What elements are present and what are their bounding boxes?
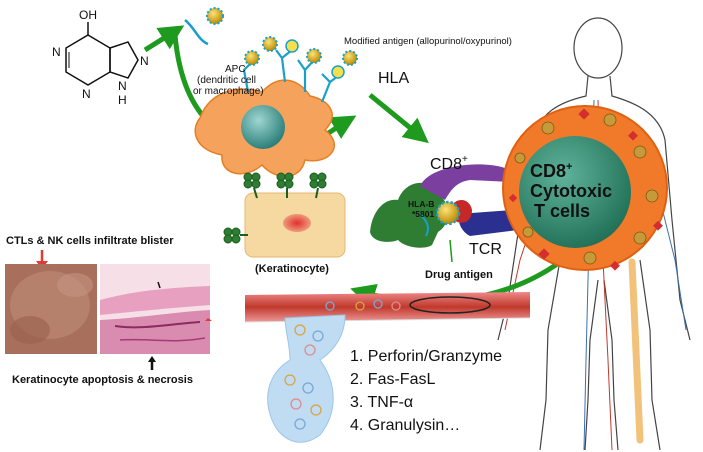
arrow-hla-to-tcell <box>368 93 429 144</box>
modified-antigen-complex <box>184 7 224 46</box>
mechanism-list: 1. Perforin/Granzyme 2. Fas-FasL 3. TNF-… <box>350 348 502 434</box>
keratinocyte-label: (Keratinocyte) <box>255 263 329 275</box>
cd8-molecule <box>420 164 515 200</box>
apc-antigens <box>244 36 358 79</box>
tcr-label: TCR <box>469 241 502 258</box>
ctl-blister-label: CTLs & NK cells infiltrate blister <box>6 235 174 247</box>
t-cell-granules <box>514 113 659 265</box>
red-arrow-left-icon <box>205 318 212 321</box>
arrow-molecule-to-antigen <box>143 25 185 53</box>
blood-vessel <box>244 292 531 323</box>
molecule-nh-label: N <box>118 79 127 93</box>
molecule-n-right: N <box>140 54 149 68</box>
mechanism-item: 2. Fas-FasL <box>350 371 435 388</box>
keratinocyte-cell <box>244 192 346 258</box>
mechanism-item: 3. TNF-α <box>350 394 413 411</box>
mechanism-item: 1. Perforin/Granzyme <box>350 348 502 365</box>
drug-antigen-bound <box>419 200 461 263</box>
pathway-arrows <box>143 25 562 308</box>
drug-antigen-label: Drug antigen <box>425 269 493 281</box>
apc-cell <box>194 79 335 178</box>
apc-label-line2: (dendritic cell <box>197 75 256 86</box>
bone-femur <box>628 258 644 444</box>
hla-label: HLA <box>378 70 409 87</box>
black-arrow-up-icon <box>148 356 156 362</box>
skin-lesion-photo <box>5 264 97 354</box>
cd8-label: CD8+ <box>430 154 468 173</box>
apoptosis-label: Keratinocyte apoptosis & necrosis <box>12 374 193 386</box>
t-cell-label-line2: Cytotoxic <box>530 181 612 201</box>
apc-label-line3: or macrophage) <box>193 86 264 97</box>
molecule-oh-label: OH <box>79 8 97 22</box>
keratinocyte-receptors <box>223 172 327 244</box>
allopurinol-molecule <box>65 22 139 86</box>
infiltrating-cells <box>267 299 401 443</box>
t-cell-label-line1: CD8+ <box>530 161 572 181</box>
t-cell-label-line3: T cells <box>534 201 590 221</box>
apc-label-line1: APC <box>225 64 246 75</box>
histology-photo <box>100 264 210 354</box>
hla-b-label-line2: *5801 <box>412 209 434 219</box>
mechanism-item: 4. Granulysin… <box>350 417 460 434</box>
cytotoxic-t-cell <box>502 105 668 271</box>
hla-b-label-line1: HLA-B <box>408 199 434 209</box>
molecule-n-left: N <box>52 45 61 59</box>
t-cell-red-markers <box>508 108 663 271</box>
molecule-h-label: H <box>118 93 127 107</box>
modified-antigen-label: Modified antigen (allopurinol/oxypurinol… <box>344 36 512 47</box>
molecule-n-top: N <box>82 87 91 101</box>
